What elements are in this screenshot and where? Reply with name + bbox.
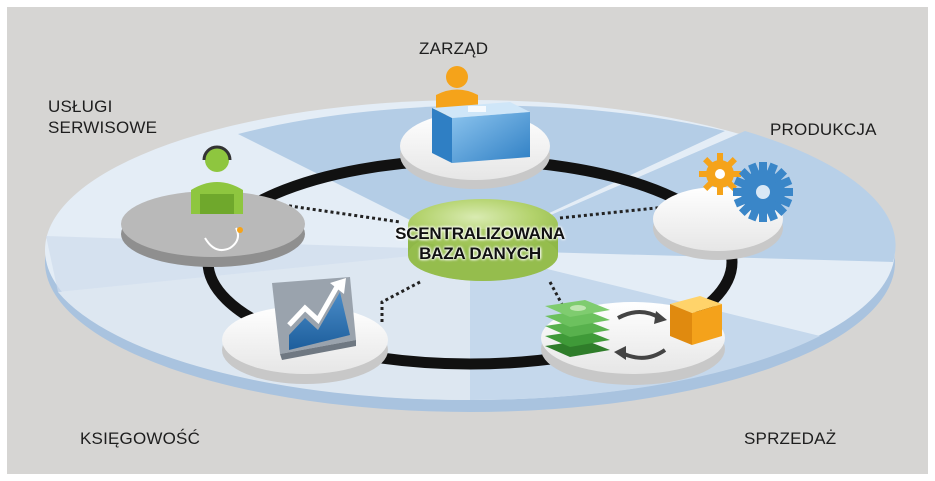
central-database — [408, 199, 558, 281]
chart-board-icon — [272, 277, 356, 360]
label-zarzad: ZARZĄD — [419, 39, 489, 58]
label-ksiegowosc: KSIĘGOWOŚĆ — [80, 429, 201, 448]
manager-desk-icon — [432, 66, 530, 163]
label-uslugi-line2: SERWISOWE — [48, 118, 158, 137]
service-agent-icon — [191, 145, 243, 214]
central-database-label: SCENTRALIZOWANA BAZA DANYCH — [365, 224, 595, 264]
label-produkcja: PRODUKCJA — [770, 120, 877, 139]
product-box-icon — [670, 296, 722, 345]
gears-icon — [699, 153, 793, 222]
platform-uslugi — [121, 191, 305, 267]
central-database-label-line1: SCENTRALIZOWANA — [395, 224, 565, 243]
exchange-arrows-icon — [614, 310, 667, 360]
label-uslugi-serwisowe: USŁUGI SERWISOWE — [48, 96, 157, 138]
money-stack-icon — [545, 300, 610, 357]
label-uslugi-line1: USŁUGI — [48, 97, 113, 116]
central-database-label-line2: BAZA DANYCH — [419, 244, 541, 263]
label-sprzedaz: SPRZEDAŻ — [744, 429, 837, 448]
